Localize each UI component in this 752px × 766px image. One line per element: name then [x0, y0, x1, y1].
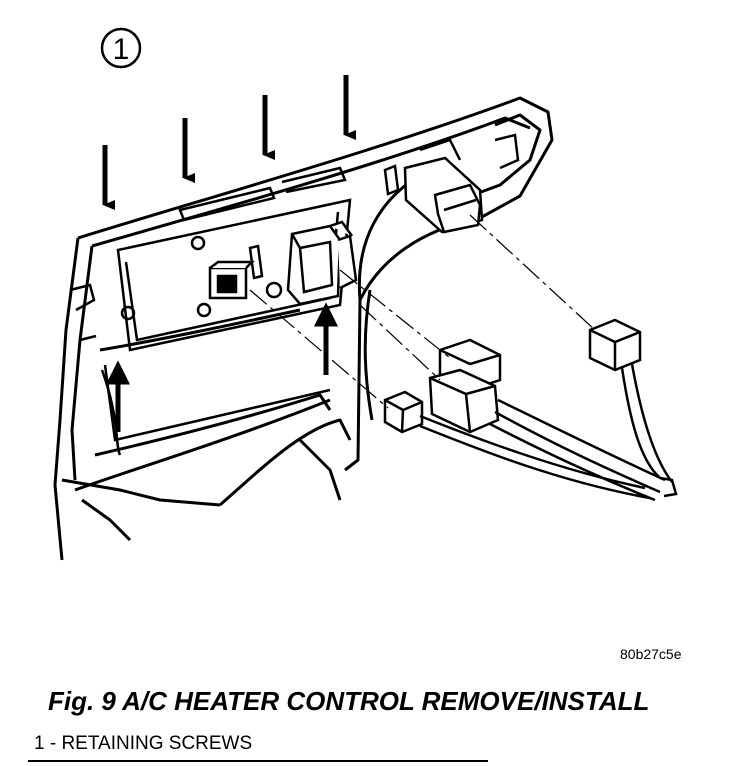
harness-connector-small: [383, 390, 424, 434]
control-connector: [286, 220, 358, 306]
screw-arrows: [102, 75, 356, 210]
legend-item: 1 - RETAINING SCREWS: [34, 733, 253, 754]
alignment-lines: [249, 214, 596, 409]
mode-switch: [208, 260, 256, 300]
figure-caption: Fig. 9 A/C HEATER CONTROL REMOVE/INSTALL: [48, 686, 650, 716]
instrument-panel-bezel: [53, 96, 554, 561]
figure-code: 80b27c5e: [620, 646, 682, 662]
harness-connector-main: [428, 338, 502, 434]
harness-connector-upper: [588, 318, 642, 372]
bottom-rule: [28, 760, 488, 762]
screw-arrows-up: [105, 302, 339, 432]
callout-1-label: 1: [113, 33, 130, 66]
callout-1: 1: [100, 27, 142, 69]
bezel-connector: [403, 138, 484, 234]
wiring-harness: [419, 363, 678, 502]
